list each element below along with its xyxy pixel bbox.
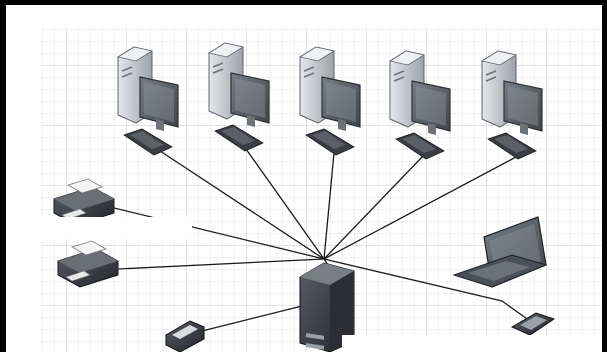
network-diagram — [6, 5, 602, 352]
server-tower-icon — [299, 262, 355, 352]
scanner-icon — [165, 320, 205, 352]
link-laptop — [323, 258, 503, 302]
diagram-svg — [42, 27, 602, 352]
link-desktop-1 — [153, 146, 325, 260]
link-printer-2 — [117, 258, 325, 270]
link-desktop-5 — [323, 156, 517, 260]
link-desktop-4 — [323, 154, 425, 260]
link-scanner — [201, 304, 307, 332]
blank-patch — [342, 335, 602, 352]
blank-patch — [42, 217, 192, 239]
mobile-device-icon — [510, 312, 556, 336]
link-desktop-3 — [323, 152, 335, 260]
link-printer-1 — [109, 206, 325, 260]
link-desktop-2 — [245, 148, 325, 260]
desktop-computer-icon — [116, 46, 179, 156]
laptop-icon — [452, 216, 548, 288]
link-mobile — [501, 300, 531, 322]
connection-lines — [109, 146, 531, 332]
